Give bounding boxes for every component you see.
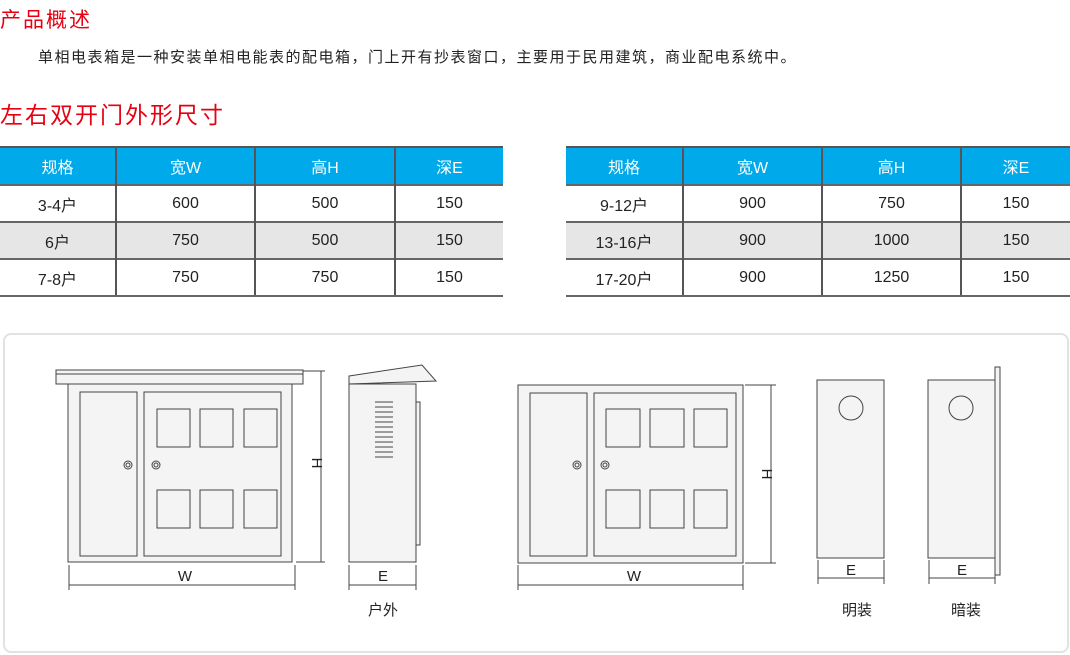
cell: 150: [960, 258, 1070, 297]
overview-description: 单相电表箱是一种安装单相电能表的配电箱，门上开有抄表窗口，主要用于民用建筑，商业…: [38, 48, 798, 66]
cell: 500: [254, 221, 395, 259]
header-width: 宽W: [115, 146, 255, 185]
overview-title: 产品概述: [0, 8, 92, 32]
header-spec: 规格: [566, 146, 683, 185]
cell: 7-8户: [0, 258, 116, 297]
cell: 1000: [821, 221, 961, 259]
cell: 150: [394, 221, 503, 259]
header-height: 高H: [254, 146, 395, 185]
cell: 9-12户: [566, 184, 683, 222]
surface-mount-caption: 明装: [842, 602, 872, 619]
cell: 6户: [0, 221, 116, 259]
flush-mount-side-view: [927, 366, 1001, 584]
cell: 150: [960, 221, 1070, 259]
cell: 750: [115, 258, 255, 297]
cell: 900: [682, 258, 822, 297]
cell: 1250: [821, 258, 961, 297]
outdoor-side-view: [348, 364, 438, 590]
header-depth: 深E: [960, 146, 1070, 185]
height-label: H: [758, 469, 775, 480]
cell: 750: [821, 184, 961, 222]
height-label: H: [308, 458, 325, 469]
cell: 500: [254, 184, 395, 222]
cell: 17-20户: [566, 258, 683, 297]
header-width: 宽W: [682, 146, 822, 185]
cell: 3-4户: [0, 184, 116, 222]
depth-label: E: [378, 568, 388, 585]
cell: 750: [254, 258, 395, 297]
outdoor-front-view: [55, 369, 325, 590]
cell: 750: [115, 221, 255, 259]
cell: 150: [394, 258, 503, 297]
cell: 900: [682, 221, 822, 259]
cell: 150: [394, 184, 503, 222]
header-spec: 规格: [0, 146, 116, 185]
dimensions-title: 左右双开门外形尺寸: [0, 103, 225, 129]
header-depth: 深E: [394, 146, 503, 185]
width-label: W: [627, 568, 642, 585]
cell: 900: [682, 184, 822, 222]
diagram-panel: [3, 333, 1069, 653]
cell: 150: [960, 184, 1070, 222]
outdoor-caption: 户外: [368, 602, 398, 619]
width-label: W: [178, 568, 193, 585]
flush-mount-caption: 暗装: [951, 602, 981, 619]
cell: 600: [115, 184, 255, 222]
indoor-front-view: [517, 384, 776, 590]
header-height: 高H: [821, 146, 961, 185]
cell: 13-16户: [566, 221, 683, 259]
surface-mount-side-view: [816, 379, 885, 584]
depth-label: E: [846, 562, 856, 579]
depth-label: E: [957, 562, 967, 579]
